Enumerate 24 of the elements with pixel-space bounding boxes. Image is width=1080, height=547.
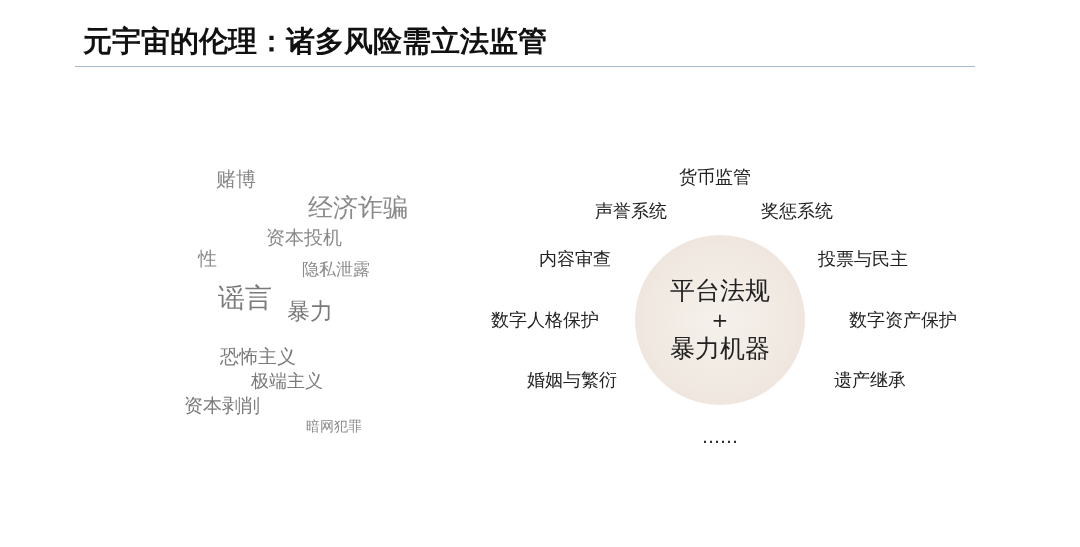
topic-label: 货币监管 xyxy=(679,166,751,188)
word-cloud-term: 经济诈骗 xyxy=(308,193,408,223)
topic-label: 遗产继承 xyxy=(834,369,906,391)
circle-text: 暴力机器 xyxy=(670,333,770,365)
word-cloud-term: 资本投机 xyxy=(266,227,342,249)
circle-text: + xyxy=(711,307,729,333)
topic-label: 数字资产保护 xyxy=(849,309,957,331)
word-cloud-term: 资本剥削 xyxy=(184,395,260,417)
word-cloud-term: 恐怖主义 xyxy=(220,346,296,368)
topic-label: 内容审查 xyxy=(539,248,611,270)
word-cloud-term: 隐私泄露 xyxy=(302,260,370,280)
topic-label: 婚姻与繁衍 xyxy=(527,369,617,391)
word-cloud-term: 性 xyxy=(197,248,217,270)
topic-label: 声誉系统 xyxy=(595,200,667,222)
ellipsis-text: …… xyxy=(702,426,738,448)
word-cloud-term: 暴力 xyxy=(287,297,333,325)
word-cloud-term: 暗网犯罪 xyxy=(306,417,362,435)
circle-text: 平台法规 xyxy=(670,274,770,307)
topic-label: 数字人格保护 xyxy=(491,309,599,331)
word-cloud-term: 极端主义 xyxy=(251,370,323,392)
word-cloud-term: 谣言 xyxy=(218,282,272,314)
topic-label: 奖惩系统 xyxy=(761,200,833,222)
title: 元宇宙的伦理：诸多风险需立法监管 xyxy=(83,23,547,60)
word-cloud-term: 赌博 xyxy=(216,167,256,191)
